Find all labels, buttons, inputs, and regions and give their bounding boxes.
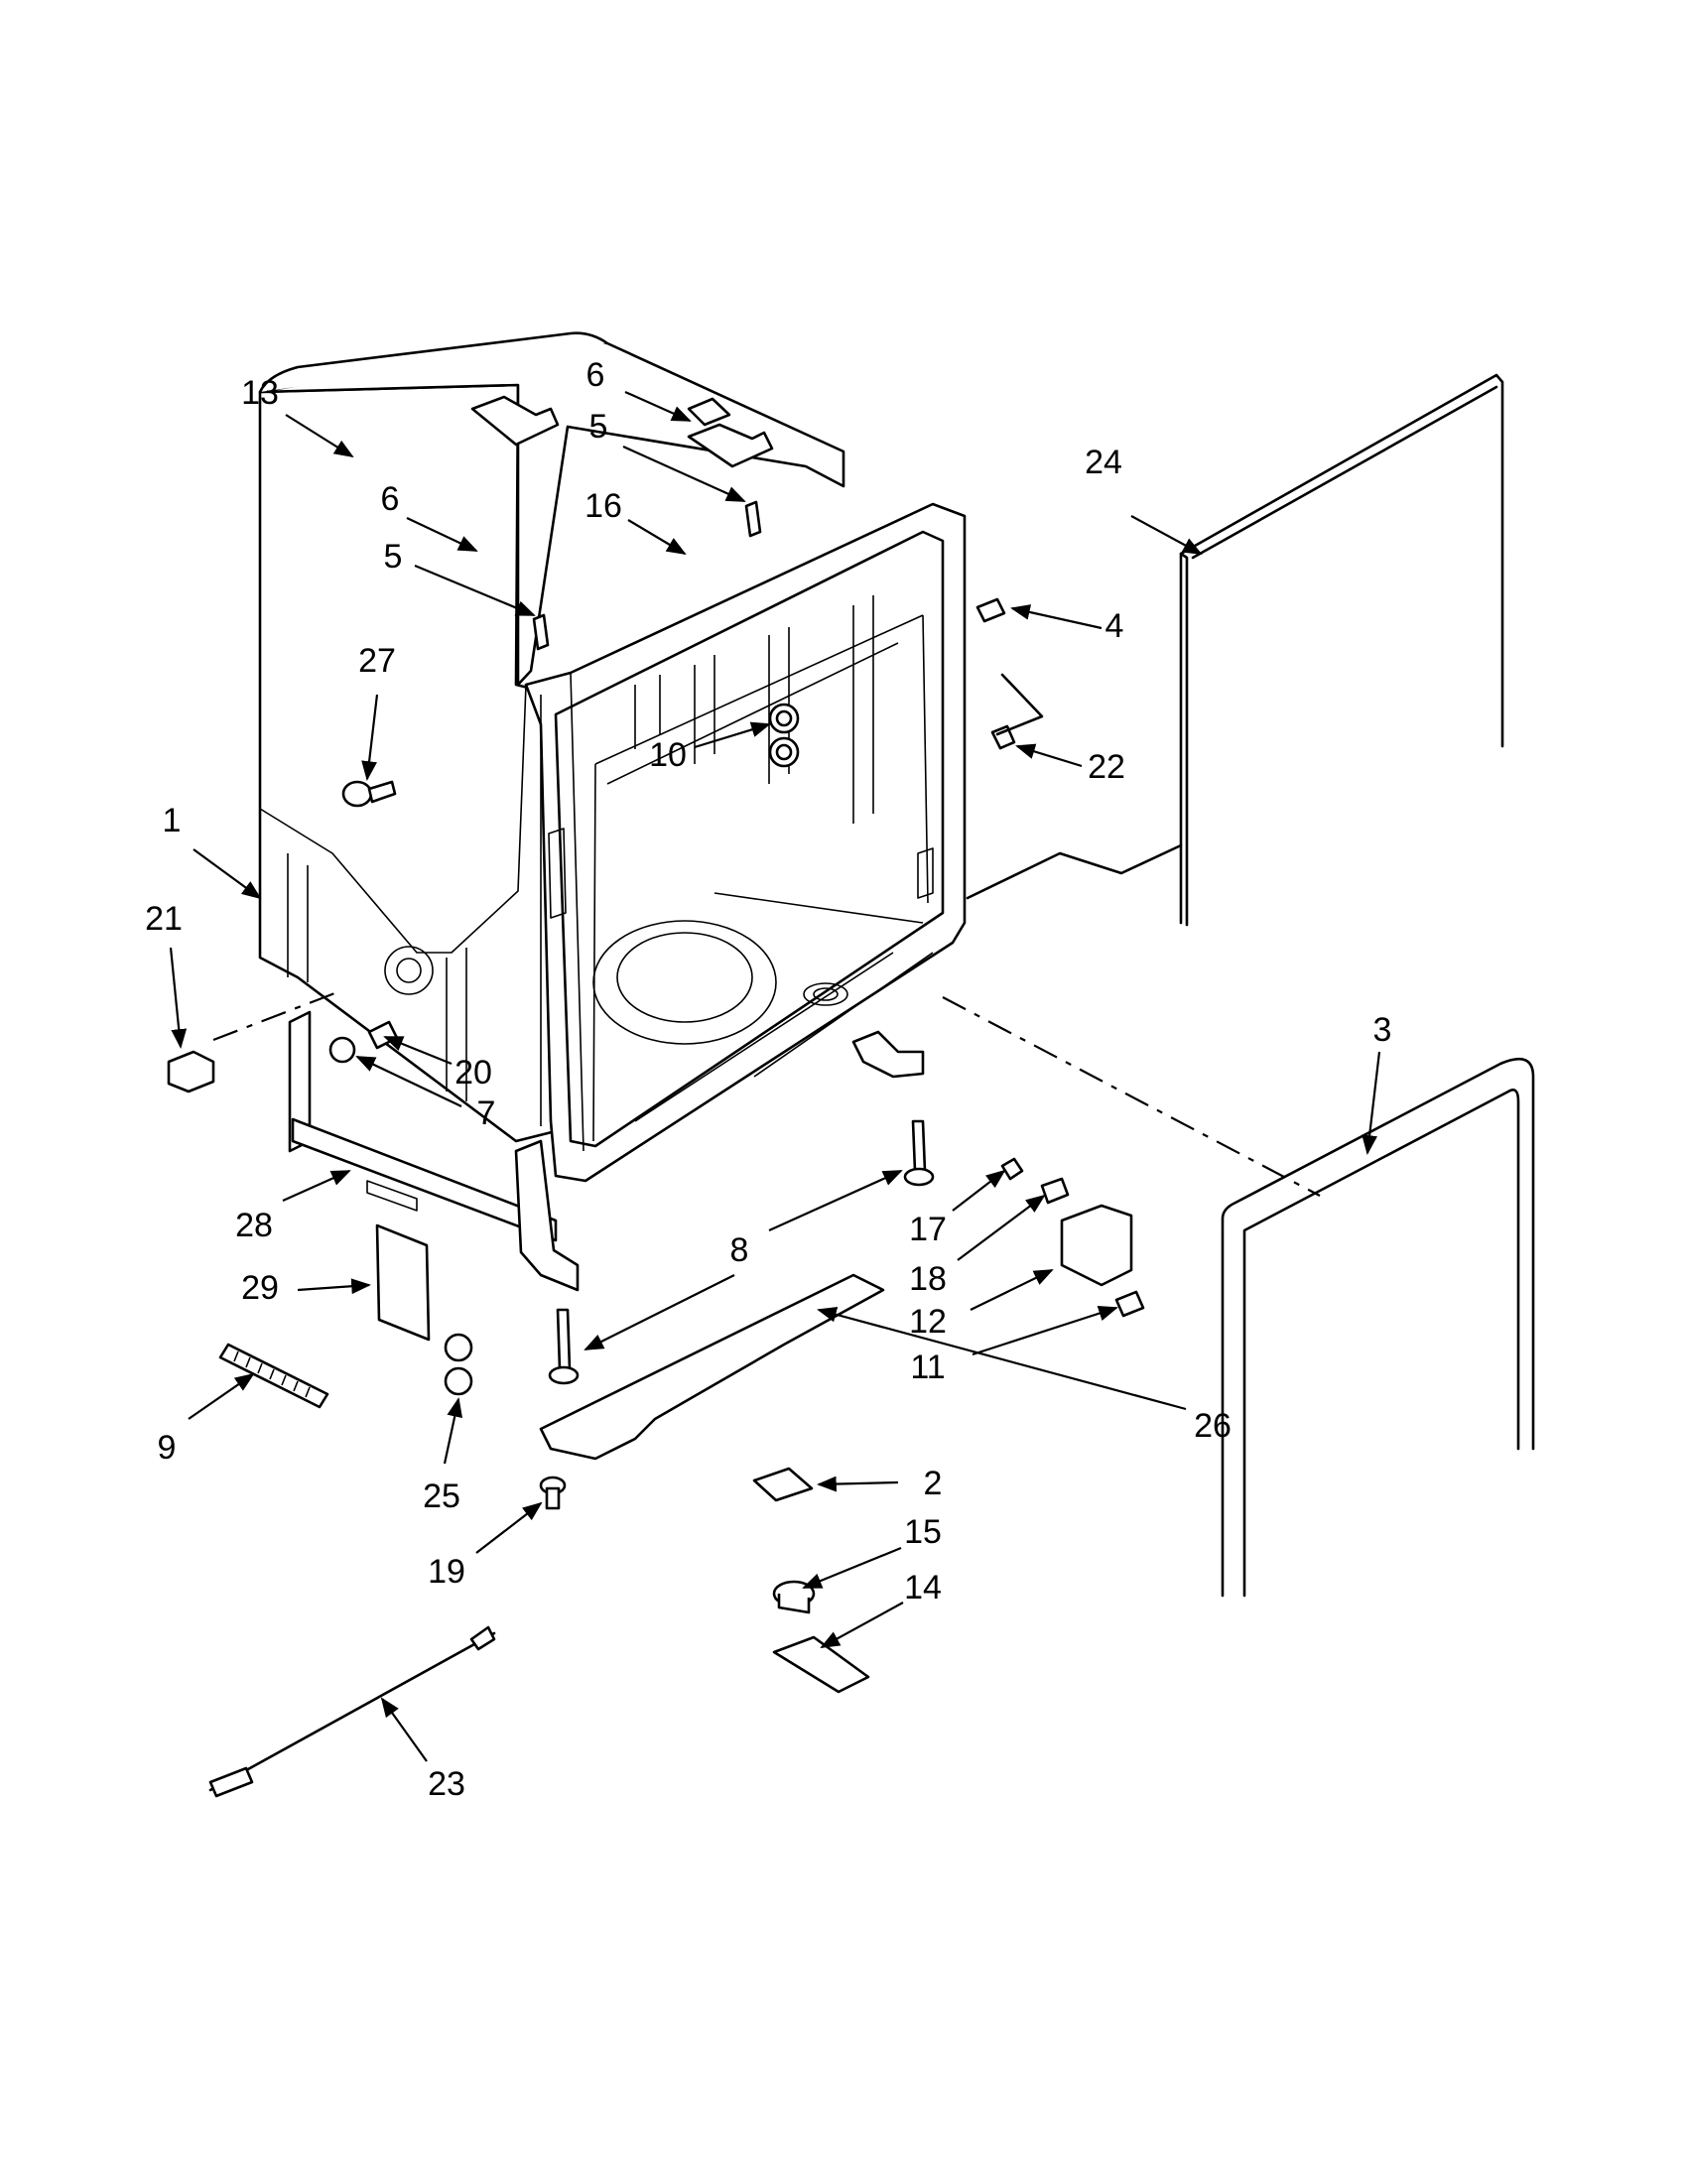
- part-5-screw-right: [744, 500, 762, 538]
- callout-19: 19: [428, 1553, 465, 1591]
- callout-29: 29: [241, 1269, 279, 1307]
- callout-6: 6: [586, 356, 605, 394]
- part-22-plug: [990, 724, 1016, 750]
- part-19-foot: [539, 1476, 567, 1510]
- part-10-rack-wheels: [768, 703, 800, 768]
- callout-2: 2: [924, 1465, 943, 1502]
- callout-17: 17: [909, 1211, 947, 1248]
- callout-28: 28: [235, 1207, 273, 1244]
- callout-14: 14: [904, 1569, 942, 1606]
- callout-18: 18: [909, 1260, 947, 1298]
- callout-26: 26: [1194, 1407, 1232, 1445]
- callout-11: 11: [910, 1349, 945, 1386]
- callout-labels: 13 6 5 6 5 16 24 4 27 10 22 1 21 20 7 3 …: [145, 356, 1391, 1803]
- part-3-tub-gasket: [1221, 1057, 1535, 1598]
- part-27-plug: [341, 780, 397, 808]
- part-8-leveling-leg-right: [903, 1119, 935, 1187]
- tub-assembly: [258, 331, 967, 1183]
- part-4-screw: [975, 597, 1006, 623]
- part-24-door-gasket: [1179, 373, 1504, 927]
- part-15-thermostat: [772, 1580, 816, 1614]
- leader-lines: [169, 390, 1381, 1762]
- callout-24: 24: [1085, 444, 1122, 481]
- part-21-clip: [167, 1050, 215, 1093]
- callout-7: 7: [477, 1094, 496, 1132]
- part-8-leveling-leg-left: [548, 1308, 580, 1385]
- part-18-screw: [1040, 1177, 1070, 1205]
- callout-4: 4: [1105, 607, 1124, 645]
- callout-8: 8: [730, 1231, 749, 1269]
- callout-25: 25: [423, 1477, 460, 1515]
- callout-1: 1: [163, 802, 182, 839]
- callout-9: 9: [158, 1429, 177, 1467]
- part-23-cable: [208, 1625, 496, 1798]
- callout-22: 22: [1088, 748, 1125, 786]
- callout-12: 12: [909, 1303, 947, 1341]
- callout-23: 23: [428, 1765, 465, 1803]
- callout-5: 5: [589, 408, 608, 446]
- part-12-bracket: [1060, 1204, 1133, 1287]
- part-9-spring: [218, 1343, 329, 1409]
- callout-21: 21: [145, 900, 183, 938]
- part-26-toe-plate: [539, 1273, 885, 1461]
- callout-5: 5: [384, 538, 403, 576]
- callout-3: 3: [1373, 1011, 1392, 1049]
- part-11-screw: [1114, 1290, 1145, 1318]
- part-7-washer: [328, 1036, 356, 1064]
- part-2-clip: [752, 1467, 814, 1502]
- part-17-clip: [1000, 1157, 1024, 1181]
- part-14-bracket: [772, 1635, 870, 1694]
- callout-10: 10: [649, 736, 687, 774]
- part-5-screw-left: [532, 613, 550, 651]
- callout-13: 13: [241, 374, 279, 412]
- part-25-wheel-pair: [444, 1333, 473, 1396]
- callout-20: 20: [454, 1054, 492, 1092]
- part-29-label: [375, 1223, 431, 1342]
- callout-15: 15: [904, 1513, 942, 1551]
- callout-16: 16: [584, 487, 622, 525]
- callout-27: 27: [358, 642, 396, 680]
- callout-6: 6: [381, 480, 400, 518]
- tub-base-frame: [288, 1010, 925, 1292]
